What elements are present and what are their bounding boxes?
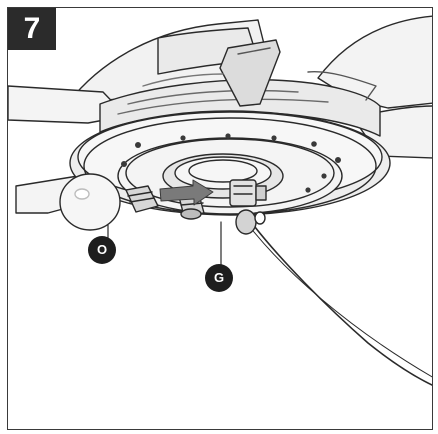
step-frame: 7 [7, 7, 433, 430]
callout-o-badge: O [88, 236, 116, 264]
fan-light-kit-illustration [8, 8, 433, 430]
step-number-badge: 7 [8, 8, 56, 50]
callout-g-badge: G [205, 264, 233, 292]
